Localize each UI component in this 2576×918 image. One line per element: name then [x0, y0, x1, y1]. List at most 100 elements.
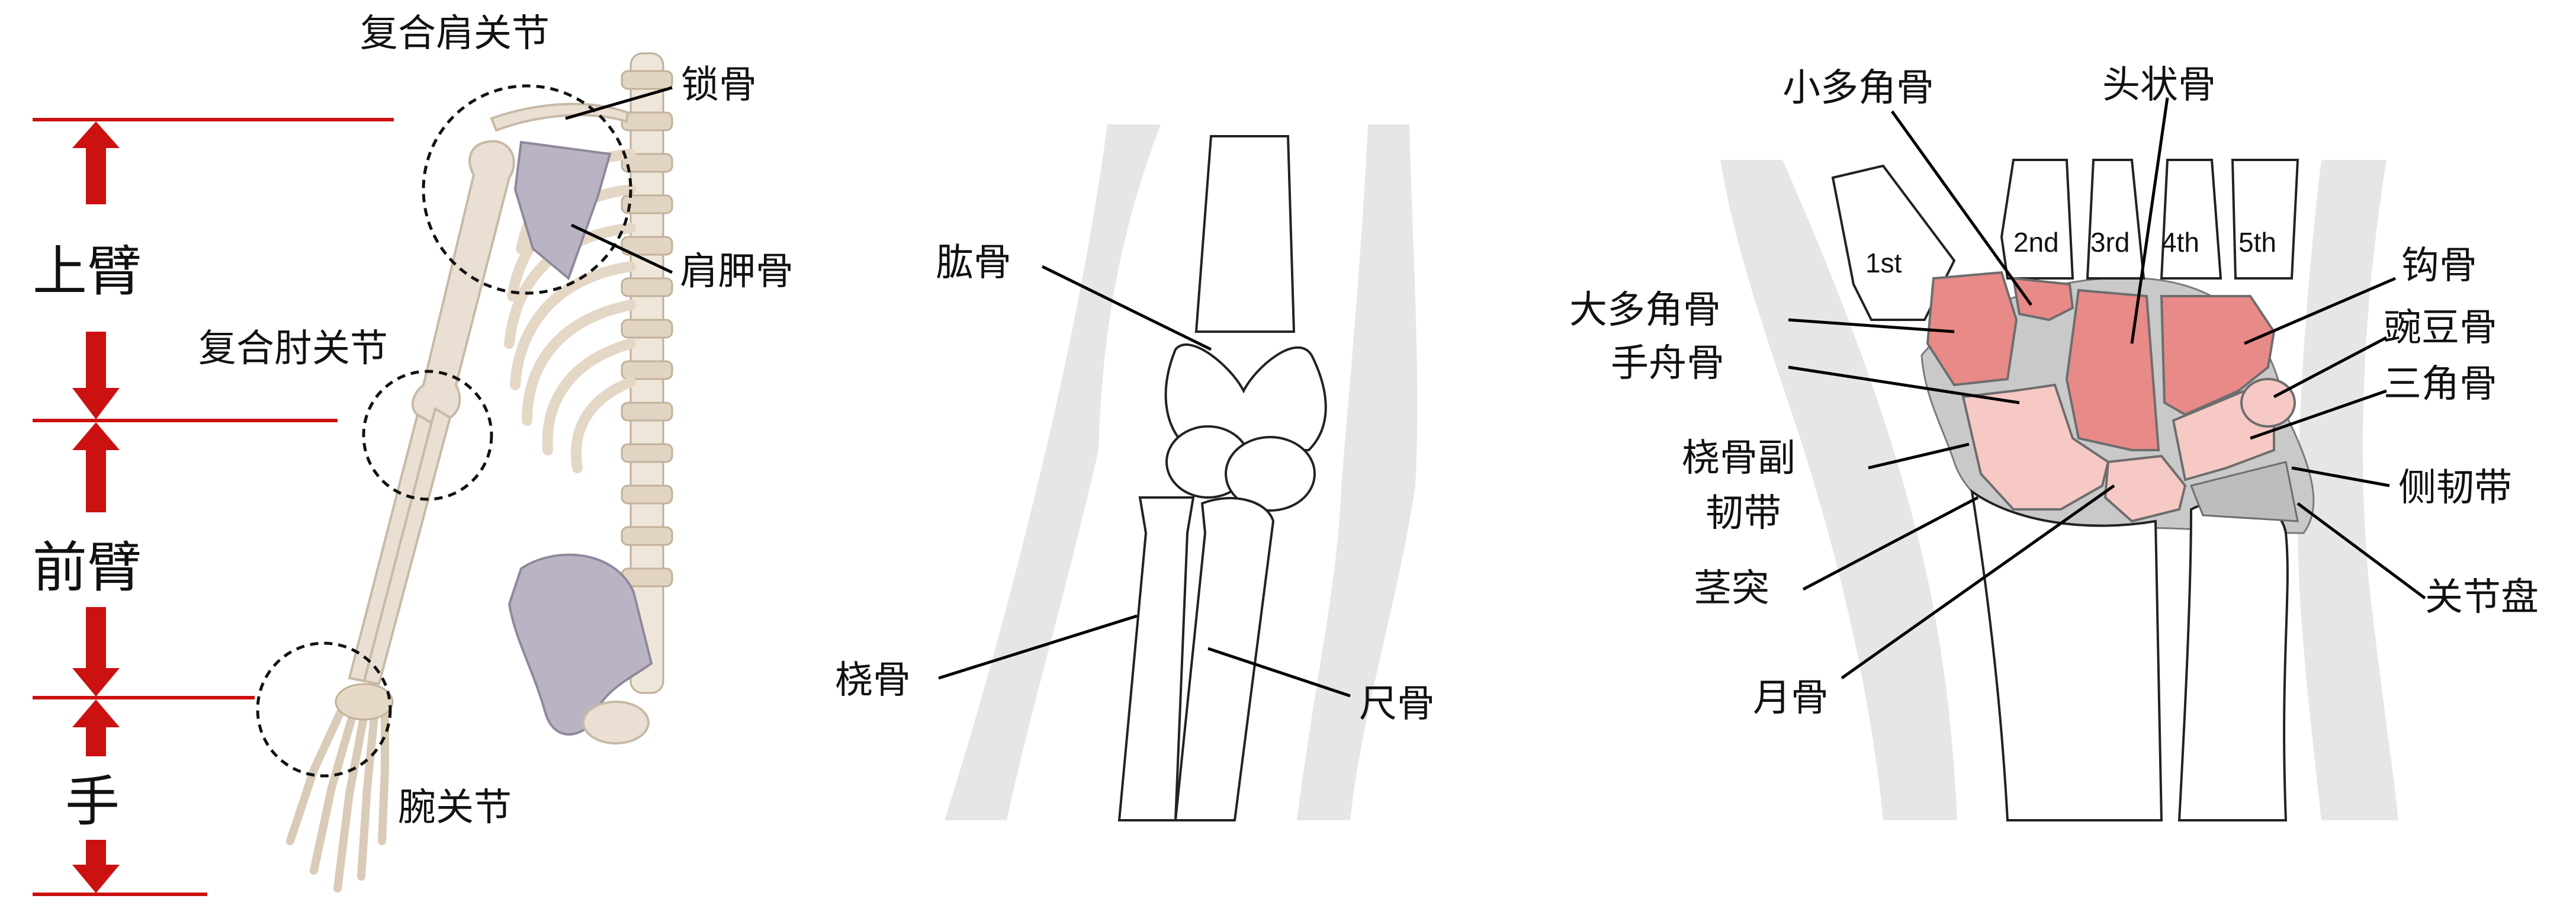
capitate-bone — [2065, 288, 2160, 451]
humerus-label: 肱骨 — [936, 241, 1011, 285]
arrow-head-down — [72, 388, 120, 419]
metacarpal-2 — [2000, 159, 2074, 280]
arrow-head-down — [72, 668, 120, 696]
radius-leader — [938, 614, 1138, 680]
metacarpal-4-label: 4th — [2161, 227, 2199, 258]
trapezoid-bone — [2012, 277, 2074, 322]
metacarpal-5 — [2231, 159, 2299, 280]
arrow-shaft — [86, 840, 106, 866]
styloid-label: 茎突 — [1694, 567, 1769, 611]
arrow-shaft — [86, 145, 106, 204]
wrist-skin-left — [1720, 160, 1957, 820]
humerus-condyles — [1164, 344, 1327, 451]
arrow-head-up — [72, 422, 120, 450]
radial-collateral-label-line2: 韧带 — [1705, 492, 1781, 535]
carpus — [335, 683, 394, 721]
arrow-shaft — [86, 724, 106, 756]
metacarpal-3-label: 3rd — [2090, 227, 2129, 258]
wrist-skin-right — [2298, 160, 2398, 820]
metacarpal-4 — [2160, 159, 2222, 280]
trapezoid-leader — [1890, 110, 2033, 306]
capitate-leader — [2130, 97, 2169, 344]
scaphoid-bone — [1961, 383, 2110, 511]
distal-ulna — [2177, 498, 2289, 821]
arrow-shaft — [86, 607, 106, 672]
scaphoid-leader — [1788, 365, 2020, 405]
vertebrae — [621, 70, 673, 588]
ulna-label: 尺骨 — [1359, 682, 1435, 726]
distal-radius — [1970, 489, 2163, 821]
upper-arm-label: 上臂 — [33, 240, 142, 303]
capitate-label: 头状骨 — [2102, 63, 2216, 107]
humerus-leader — [1041, 265, 1212, 351]
shoulder-joint-circle — [422, 84, 632, 295]
scaphoid-label: 手舟骨 — [1611, 342, 1724, 386]
arrow-head-up — [72, 121, 120, 148]
collateral-ligament-leader — [2291, 466, 2390, 487]
styloid-leader — [1802, 496, 1979, 591]
hand-label: 手 — [65, 770, 120, 833]
carpal-bones — [1926, 271, 2296, 523]
arm-skin-right — [1297, 124, 1418, 820]
scapula-label: 肩胛骨 — [680, 250, 794, 294]
trapezium-label: 大多角骨 — [1569, 288, 1721, 332]
lunate-leader — [1841, 484, 2115, 680]
radial-collateral-label-line1: 桡骨副 — [1682, 436, 1796, 480]
arrow-head-down — [72, 865, 120, 893]
metacarpal-1 — [1831, 164, 1956, 321]
arrow-head-up — [72, 699, 120, 727]
pisiform-label: 豌豆骨 — [2384, 306, 2497, 350]
hamate-leader — [2244, 277, 2396, 345]
scapula-leader — [570, 223, 673, 274]
metacarpal-3 — [2086, 159, 2145, 280]
hamate-bone — [2160, 295, 2276, 416]
wrist-joint-label: 腕关节 — [398, 786, 512, 830]
wrist-panel: 1st 2nd 3rd 4th 5th — [1569, 63, 2539, 821]
lunate-label: 月骨 — [1753, 676, 1829, 720]
wrist-leaders — [1788, 97, 2426, 680]
hamate-label: 钩骨 — [2401, 244, 2477, 288]
clavicle-label: 锁骨 — [681, 63, 757, 107]
trapezium-bone — [1926, 271, 2018, 387]
articular-disc-leader — [2296, 502, 2426, 600]
collateral-ligament-label: 侧韧带 — [2398, 466, 2512, 510]
trapezoid-label: 小多角骨 — [1782, 66, 1934, 110]
clavicle-leader — [565, 86, 673, 120]
arrow-shaft — [86, 332, 106, 391]
ulna-bone — [362, 406, 452, 686]
ulna-shaft — [1174, 497, 1275, 821]
articular-disc — [2189, 461, 2299, 522]
skeleton-illustration — [286, 52, 673, 893]
radial-collateral-leader — [1868, 442, 1970, 470]
triquetrum-leader — [2250, 389, 2387, 440]
trochlea — [1225, 436, 1316, 512]
segment-measure-guides — [33, 118, 394, 896]
ulna-leader — [1207, 647, 1351, 698]
humerus-shaft — [1194, 135, 1296, 333]
metacarpal-2-label: 2nd — [2013, 227, 2059, 258]
metacarpal-bases — [1831, 159, 2299, 321]
metacarpal-5-label: 5th — [2238, 227, 2276, 258]
articular-disc-label: 关节盘 — [2425, 576, 2539, 620]
lunate-bone — [2103, 454, 2187, 523]
trapezium-leader — [1788, 318, 1955, 333]
pisiform-bone — [2240, 378, 2296, 428]
radius-label: 桡骨 — [835, 659, 911, 702]
arm-panel: 上臂 前臂 手 — [33, 12, 794, 896]
shoulder-complex-label: 复合肩关节 — [360, 12, 550, 56]
femur-head — [582, 701, 650, 744]
forearm-label: 前臂 — [33, 536, 142, 599]
wrist-joint-circle — [256, 641, 392, 778]
metacarpal-1-label: 1st — [1865, 248, 1902, 278]
scapula-bone — [513, 140, 612, 281]
metacarpal-labels: 1st 2nd 3rd 4th 5th — [1865, 227, 2276, 278]
elbow-joint-circle — [362, 370, 493, 501]
elbow-complex-label: 复合肘关节 — [198, 327, 388, 371]
hand-bones — [286, 689, 389, 893]
arrow-shaft — [86, 447, 106, 512]
humerus-bone — [411, 140, 515, 423]
triquetrum-label: 三角骨 — [2384, 362, 2497, 406]
pisiform-leader — [2273, 336, 2388, 399]
elbow-panel: 肱骨 桡骨 尺骨 — [835, 124, 1435, 821]
